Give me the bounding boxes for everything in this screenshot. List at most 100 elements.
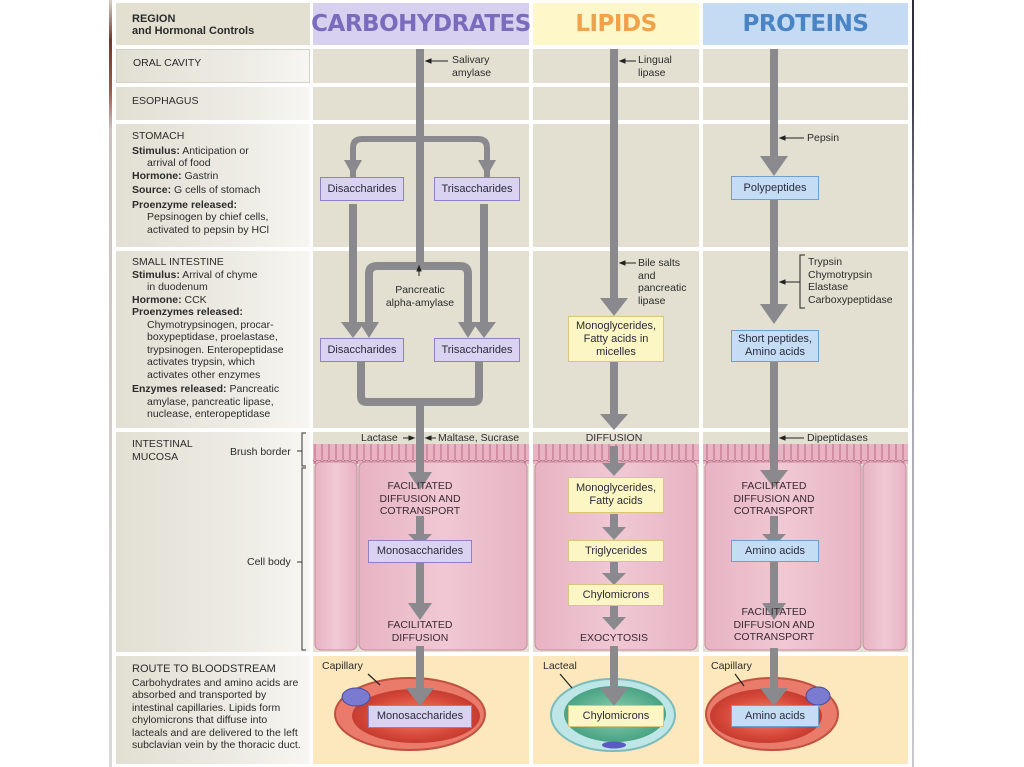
si-proenzymes-label: Proenzymes released: xyxy=(132,306,243,318)
stomach-proenzyme-cont: activated to pepsin by HCl xyxy=(147,223,269,236)
column-header-proteins: PROTEINS xyxy=(703,3,908,45)
lingual-line2: lipase xyxy=(638,66,666,79)
si-proenzymes-line: Chymotrypsinogen, procar- xyxy=(147,318,274,331)
box-monoglycerides-cell: Monoglycerides, Fatty acids xyxy=(568,477,664,513)
trypsin-label: Trypsin xyxy=(808,256,843,268)
row-label-stomach: STOMACH Stimulus: Anticipation or arriva… xyxy=(116,124,310,247)
pepsin-label: Pepsin xyxy=(807,132,840,144)
oral-cavity-label: ORAL CAVITY xyxy=(133,57,202,69)
bile-line3: pancreatic xyxy=(638,282,687,294)
si-proenzymes-line: activates trypsin, which xyxy=(147,356,255,368)
si-title: SMALL INTESTINE xyxy=(132,256,224,268)
prot-fd-line3: COTRANSPORT xyxy=(733,505,815,517)
prot-fd2-line2: DIFFUSION AND xyxy=(733,618,815,631)
bile-line4: lipase xyxy=(638,294,666,307)
lipid-diffusion-label: DIFFUSION xyxy=(585,432,643,444)
prot-fd2-line1: FACILITATED xyxy=(741,606,807,618)
micelles-line1: Monoglycerides, xyxy=(575,319,657,332)
box-trisaccharides-si: Trisaccharides xyxy=(434,338,520,362)
pancreatic-alpha-amylase-label: Pancreatic alpha-amylase xyxy=(380,284,460,309)
salivary-amylase-line1: Salivary xyxy=(452,54,490,66)
lingual-lipase-label: Lingual lipase xyxy=(638,54,672,79)
carb-facilitated-diffusion: FACILITATED DIFFUSION xyxy=(370,619,470,644)
box-chylomicrons-lacteal: Chylomicrons xyxy=(568,705,664,727)
carb-fd-line3: COTRANSPORT xyxy=(379,505,461,517)
bile-salts-label: Bile salts and pancreatic lipase xyxy=(638,257,686,307)
stomach-stimulus: Anticipation or xyxy=(182,144,249,157)
region-header-subtitle: and Hormonal Controls xyxy=(132,25,255,37)
pancreatic-line1: Pancreatic xyxy=(395,284,445,296)
column-header-carbohydrates: CARBOHYDRATES xyxy=(311,3,531,45)
si-enzymes-cont: nuclease, enteropeptidase xyxy=(147,408,271,420)
route-line: subclavian vein by the thoracic duct. xyxy=(132,739,301,751)
box-short-peptides: Short peptides, Amino acids xyxy=(731,330,819,362)
pancreatic-line2: alpha-amylase xyxy=(385,296,455,309)
mucosa-brackets xyxy=(297,432,306,651)
box-amino-acids-blood: Amino acids xyxy=(731,705,819,727)
box-disaccharides-stomach: Disaccharides xyxy=(320,177,404,201)
mono-line1: Monoglycerides, xyxy=(575,482,657,494)
column-header-lipids: LIPIDS xyxy=(533,3,699,45)
stomach-title: STOMACH xyxy=(132,130,185,142)
row-label-route: ROUTE TO BLOODSTREAM Carbohydrates and a… xyxy=(116,656,310,764)
box-micelles: Monoglycerides, Fatty acids in micelles xyxy=(568,316,664,362)
prot-fd-line1: FACILITATED xyxy=(741,480,807,492)
si-enzymes-cont: amylase, pancreatic lipase, xyxy=(147,395,274,408)
short-peptides-line2: Amino acids xyxy=(745,346,805,358)
stomach-hormone-label: Hormone: xyxy=(132,169,182,182)
cell-protein-esophagus xyxy=(703,87,908,120)
cell-body-label: Cell body xyxy=(247,556,291,568)
stomach-stimulus-cont: arrival of food xyxy=(147,157,211,169)
row-label-intestinal-mucosa: INTESTINAL MUCOSA Brush border Cell body xyxy=(116,432,310,652)
slide-right-edge xyxy=(912,0,914,767)
chymotrypsin-label: Chymotrypsin xyxy=(808,268,873,281)
stomach-proenzyme-label: Proenzyme released: xyxy=(132,198,238,211)
stomach-source: G cells of stomach xyxy=(174,184,261,196)
box-monosaccharides-cell: Monosaccharides xyxy=(368,540,472,563)
row-label-small-intestine: SMALL INTESTINE Stimulus: Arrival of chy… xyxy=(116,251,310,428)
salivary-amylase-label: Salivary amylase xyxy=(452,54,491,79)
short-peptides-line1: Short peptides, xyxy=(738,333,812,345)
route-line: intestinal capillaries. Lipids form xyxy=(132,701,281,714)
carboxypeptidase-label: Carboxypeptidase xyxy=(808,293,893,306)
carb-fd-line2: DIFFUSION AND xyxy=(379,492,461,505)
pancreatic-protease-list: Trypsin Chymotrypsin Elastase Carboxypep… xyxy=(808,256,893,306)
mono-line2: Fatty acids xyxy=(589,495,643,507)
dipeptidases-label: Dipeptidases xyxy=(807,432,868,444)
brush-border-label: Brush border xyxy=(230,446,291,458)
region-header-title: REGION xyxy=(132,13,176,25)
protein-facilitated-diffusion-cotransport-2: FACILITATED DIFFUSION AND COTRANSPORT xyxy=(724,606,824,644)
carb-fd2-line1: FACILITATED xyxy=(387,619,453,631)
box-disaccharides-si: Disaccharides xyxy=(320,338,404,362)
route-title: ROUTE TO BLOODSTREAM xyxy=(132,663,276,675)
si-hormone: CCK xyxy=(184,293,207,306)
esophagus-label: ESOPHAGUS xyxy=(132,95,199,107)
box-polypeptides: Polypeptides xyxy=(731,176,819,200)
bile-line1: Bile salts xyxy=(638,257,681,269)
lactase-label: Lactase xyxy=(361,432,398,444)
route-line: absorbed and transported by xyxy=(132,689,267,701)
stomach-stimulus-label: Stimulus: xyxy=(132,144,180,157)
elastase-label: Elastase xyxy=(808,281,849,293)
si-stimulus-cont: in duodenum xyxy=(147,281,208,293)
carb-fd-line1: FACILITATED xyxy=(387,480,453,492)
box-triglycerides: Triglycerides xyxy=(568,540,664,562)
salivary-amylase-line2: amylase xyxy=(452,66,492,79)
lingual-line1: Lingual xyxy=(638,54,672,66)
route-line: lacteals and are delivered to the left xyxy=(132,726,298,739)
mucosa-title: INTESTINAL xyxy=(132,438,193,450)
box-chylomicrons-cell: Chylomicrons xyxy=(568,584,664,606)
stomach-source-label: Source: xyxy=(132,184,172,196)
si-stimulus: Arrival of chyme xyxy=(182,268,258,281)
bile-line2: and xyxy=(638,269,656,282)
capillary-label-protein: Capillary xyxy=(711,660,752,672)
pathway-arrows xyxy=(341,49,788,706)
slide-left-edge xyxy=(109,0,112,767)
prot-fd2-line3: COTRANSPORT xyxy=(733,631,815,643)
row-label-oral-cavity: ORAL CAVITY xyxy=(116,49,310,83)
carb-facilitated-diffusion-cotransport: FACILITATED DIFFUSION AND COTRANSPORT xyxy=(370,480,470,518)
micelles-line2: Fatty acids in xyxy=(583,332,649,345)
protein-facilitated-diffusion-cotransport: FACILITATED DIFFUSION AND COTRANSPORT xyxy=(724,480,824,518)
stomach-proenzyme: Pepsinogen by chief cells, xyxy=(147,211,269,223)
lipid-exocytosis-label: EXOCYTOSIS xyxy=(579,632,649,644)
